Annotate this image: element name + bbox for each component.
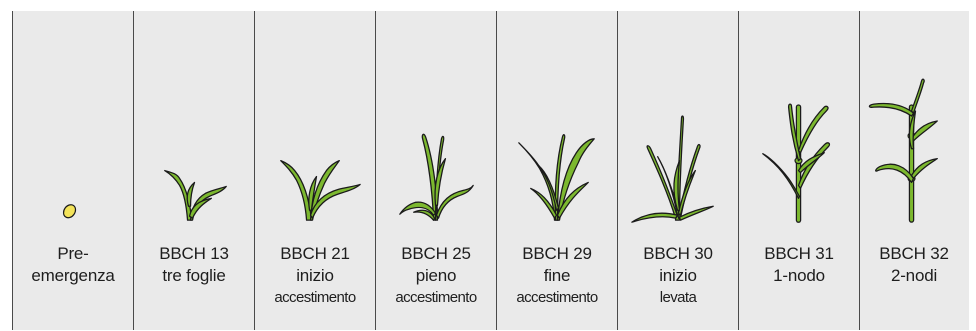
stage-code: Pre-	[57, 244, 89, 263]
plant-bbch29-illustration	[518, 134, 595, 221]
stage-code: BBCH 32	[879, 244, 949, 263]
stage-bbch25: BBCH 25 pieno accestimento	[375, 11, 496, 330]
stage-code: BBCH 30	[643, 244, 713, 263]
stage-bbch21: BBCH 21 inizio accestimento	[254, 11, 375, 330]
plant-bbch21-illustration	[280, 160, 361, 221]
plant-bbch25-illustration	[399, 133, 474, 221]
stage-description: pieno	[415, 266, 457, 285]
growth-stage-strip: Pre- emergenza BBCH 13 tre foglie BBCH 2…	[12, 11, 969, 330]
stage-code: BBCH 13	[159, 244, 229, 263]
plant-bbch13-illustration	[164, 169, 227, 221]
stage-label: BBCH 13 tre foglie	[134, 243, 254, 287]
plant-bbch32-illustration	[868, 78, 938, 223]
stage-bbch13: BBCH 13 tre foglie	[133, 11, 254, 330]
plant-bbch30-illustration	[631, 115, 714, 223]
stage-description: tre foglie	[162, 266, 226, 285]
stage-bbch32: BBCH 32 2-nodi	[859, 11, 968, 330]
stage-label: BBCH 32 2-nodi	[860, 243, 968, 287]
stage-code: BBCH 25	[401, 244, 471, 263]
stage-description: inizio	[659, 266, 697, 285]
stage-description: 2-nodi	[890, 266, 938, 285]
stage-description: fine	[543, 266, 571, 285]
stage-description: inizio	[296, 266, 334, 285]
stage-description-2: accestimento	[395, 289, 477, 306]
stage-label: BBCH 29 fine accestimento	[497, 243, 617, 309]
stage-label: BBCH 25 pieno accestimento	[376, 243, 496, 309]
stage-label: BBCH 21 inizio accestimento	[255, 243, 375, 309]
stage-label: Pre- emergenza	[13, 243, 133, 287]
stage-code: BBCH 29	[522, 244, 592, 263]
stage-description-2: accestimento	[274, 289, 356, 306]
stage-code: BBCH 31	[764, 244, 834, 263]
stage-description: emergenza	[31, 266, 115, 285]
stage-bbch30: BBCH 30 inizio levata	[617, 11, 738, 330]
stage-description: 1-nodo	[773, 266, 825, 285]
stage-label: BBCH 31 1-nodo	[739, 243, 859, 287]
stage-bbch29: BBCH 29 fine accestimento	[496, 11, 617, 330]
stage-pre-emergenza: Pre- emergenza	[12, 11, 133, 330]
seed-illustration	[62, 204, 77, 219]
stage-description-2: levata	[659, 289, 697, 306]
stage-description-2: accestimento	[516, 289, 598, 306]
stage-bbch31: BBCH 31 1-nodo	[738, 11, 859, 330]
stage-label: BBCH 30 inizio levata	[618, 243, 738, 309]
plant-bbch31-illustration	[762, 103, 831, 223]
stage-code: BBCH 21	[280, 244, 350, 263]
